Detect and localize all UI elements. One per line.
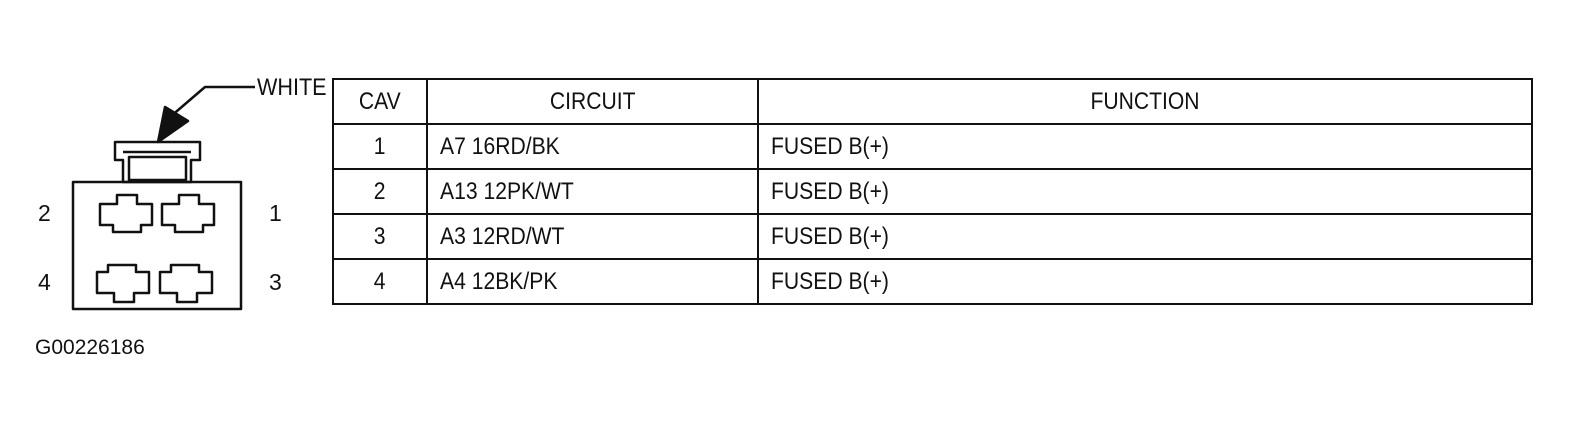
pin-label-3: 3 [269, 269, 282, 295]
table-header-row: CAV CIRCUIT FUNCTION [332, 78, 1533, 125]
header-circuit: CIRCUIT [426, 78, 759, 125]
pin-label-2: 2 [38, 200, 51, 226]
cavity-4 [95, 263, 151, 304]
latch-slot [127, 155, 188, 182]
pin-label-1: 1 [269, 200, 282, 226]
arrow-head [156, 105, 190, 144]
table-row: 4 A4 12BK/PK FUSED B(+) [332, 258, 1533, 305]
cell-cav: 1 [332, 123, 428, 170]
cell-function: FUSED B(+) [757, 123, 1533, 170]
cell-function: FUSED B(+) [757, 258, 1533, 305]
cell-circuit: A7 16RD/BK [426, 123, 759, 170]
connector-face-diagram [71, 85, 255, 311]
cell-circuit: A3 12RD/WT [426, 213, 759, 260]
cavity-1 [160, 193, 216, 234]
table-row: 3 A3 12RD/WT FUSED B(+) [332, 213, 1533, 260]
cell-cav: 2 [332, 168, 428, 215]
cell-cav: 4 [332, 258, 428, 305]
table-row: 1 A7 16RD/BK FUSED B(+) [332, 123, 1533, 170]
cell-cav: 3 [332, 213, 428, 260]
connector-color-label: WHITE [257, 74, 327, 101]
cell-circuit: A13 12PK/WT [426, 168, 759, 215]
connector-pinout-table: CAV CIRCUIT FUNCTION 1 A7 16RD/BK FUSED … [332, 78, 1533, 305]
cavity-3 [158, 263, 214, 304]
cell-function: FUSED B(+) [757, 168, 1533, 215]
figure-id: G00226186 [35, 336, 145, 359]
leader-line [169, 85, 255, 118]
cell-function: FUSED B(+) [757, 213, 1533, 260]
header-function: FUNCTION [757, 78, 1533, 125]
cavity-2 [98, 193, 154, 234]
pin-label-4: 4 [38, 269, 51, 295]
connector-body [71, 180, 243, 311]
table-row: 2 A13 12PK/WT FUSED B(+) [332, 168, 1533, 215]
cell-circuit: A4 12BK/PK [426, 258, 759, 305]
header-cav: CAV [332, 78, 428, 125]
